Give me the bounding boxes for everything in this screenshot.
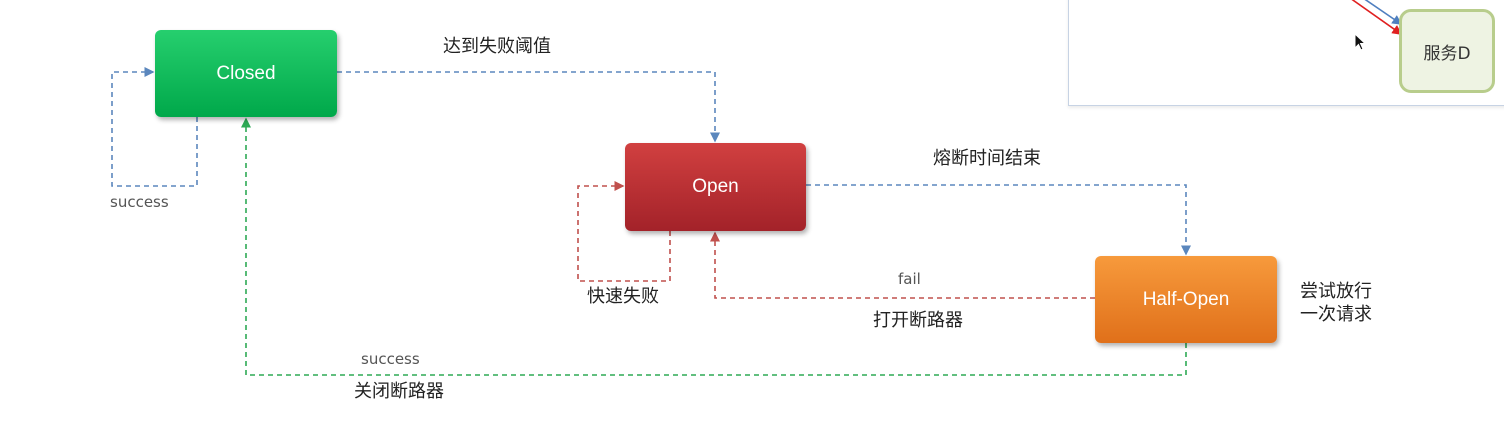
open-fast-fail-label: 快速失败	[587, 286, 659, 307]
service-d-node: 服务D	[1399, 9, 1495, 93]
half-open-note-line-2: 一次请求	[1300, 304, 1372, 325]
half-open-to-closed-label: 关闭断路器	[354, 381, 444, 402]
half-open-fail-label: fail	[898, 270, 921, 288]
closed-state: Closed	[155, 30, 337, 117]
half-open-to-closed-arrow	[241, 117, 1187, 376]
closed-to-open-arrow	[337, 71, 720, 143]
half-open-note-line-1: 尝试放行	[1300, 281, 1372, 302]
closed-success-label: success	[110, 193, 169, 211]
open-to-half-open-arrow	[806, 184, 1191, 256]
half-open-state: Half-Open	[1095, 256, 1277, 343]
mouse-cursor-icon	[1354, 33, 1367, 51]
half-open-to-open-arrow	[710, 231, 1095, 299]
half-open-to-open-label: 打开断路器	[873, 310, 963, 331]
closed-to-open-label: 达到失败阈值	[443, 36, 551, 57]
half-open-note: 尝试放行 一次请求	[1300, 280, 1372, 326]
open-state: Open	[625, 143, 806, 231]
open-fast-fail-loop-arrow	[577, 181, 671, 282]
closed-success-loop-arrow	[111, 67, 198, 187]
open-to-half-open-label: 熔断时间结束	[933, 148, 1041, 169]
half-open-success-label: success	[361, 350, 420, 368]
